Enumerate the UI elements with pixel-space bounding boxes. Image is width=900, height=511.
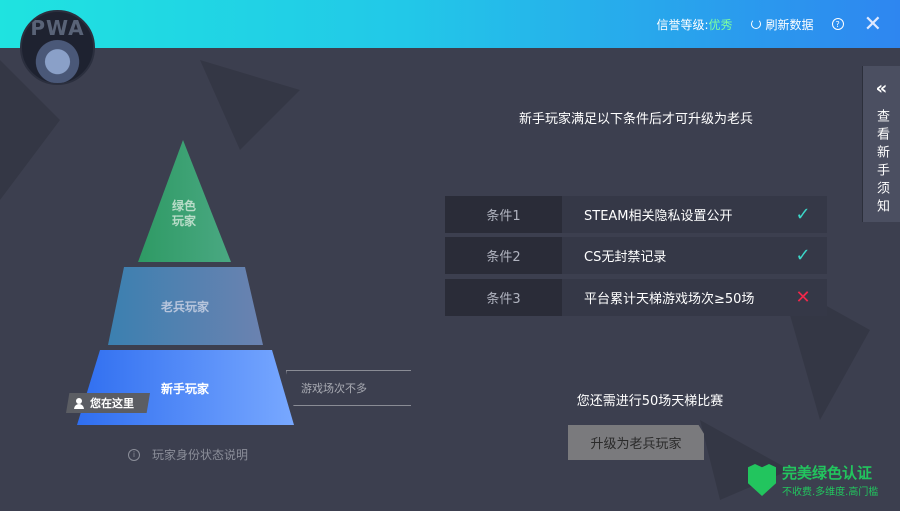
condition-row: 条件2 CS无封禁记录 ✓ — [445, 237, 827, 274]
brand-title: 完美绿色认证 — [782, 464, 873, 482]
conditions-title: 新手玩家满足以下条件后才可升级为老兵 — [518, 112, 753, 127]
chevron-left-icon: « — [875, 78, 888, 99]
check-icon: ✓ — [795, 204, 811, 225]
help-icon[interactable]: ? — [831, 18, 844, 30]
shield-icon — [748, 464, 776, 496]
level-label-green: 绿色 玩家 — [160, 199, 208, 229]
avatar-logo-text: PWA — [30, 16, 85, 40]
condition-row: 条件1 STEAM相关隐私设置公开 ✓ — [445, 196, 827, 233]
cross-icon: ✕ — [795, 287, 811, 308]
condition-label: 条件2 — [445, 237, 562, 274]
refresh-icon — [750, 19, 761, 29]
remaining-matches-text: 您还需进行50场天梯比赛 — [576, 394, 724, 409]
close-icon[interactable]: ✕ — [863, 11, 882, 37]
avatar[interactable]: PWA — [20, 10, 95, 85]
condition-text: STEAM相关隐私设置公开 — [584, 209, 733, 224]
user-icon — [74, 397, 84, 409]
pyramid-level-green — [138, 140, 231, 262]
level-callout: 游戏场次不多 — [286, 370, 411, 406]
upgrade-button[interactable]: 升级为老兵玩家 — [568, 425, 704, 460]
condition-label: 条件3 — [445, 279, 562, 316]
brand-subtitle: 不收费.多维度.高门槛 — [782, 487, 879, 498]
you-are-here-label: 您在这里 — [90, 397, 134, 410]
condition-text: CS无封禁记录 — [584, 250, 667, 265]
check-icon: ✓ — [795, 245, 811, 266]
status-explanation-label: 玩家身份状态说明 — [152, 448, 249, 462]
newbie-guide-tab[interactable]: « 查看新手须知 — [862, 66, 900, 222]
green-certification-brand: 完美绿色认证 不收费.多维度.高门槛 — [748, 462, 878, 498]
info-icon: i — [128, 448, 140, 461]
pyramid-level-veteran — [108, 267, 263, 345]
level-label-veteran: 老兵玩家 — [160, 300, 209, 314]
level-label-green-line2: 玩家 — [171, 214, 196, 228]
condition-row: 条件3 平台累计天梯游戏场次≥50场 ✕ — [445, 279, 827, 316]
credit-label: 信誉等级: — [656, 17, 709, 32]
refresh-button[interactable]: 刷新数据 — [750, 16, 814, 33]
condition-text: 平台累计天梯游戏场次≥50场 — [584, 292, 755, 307]
condition-label: 条件1 — [445, 196, 562, 233]
refresh-label: 刷新数据 — [765, 17, 814, 32]
status-explanation-link[interactable]: i 玩家身份状态说明 — [128, 446, 248, 463]
you-are-here-badge: 您在这里 — [66, 393, 150, 413]
level-label-newbie: 新手玩家 — [160, 382, 209, 396]
header-bar: 信誉等级: 优秀 刷新数据 ? ✕ — [0, 0, 900, 48]
credit-value: 优秀 — [708, 17, 733, 32]
level-label-green-line1: 绿色 — [171, 199, 196, 213]
newbie-guide-label: 查看新手须知 — [874, 109, 889, 217]
